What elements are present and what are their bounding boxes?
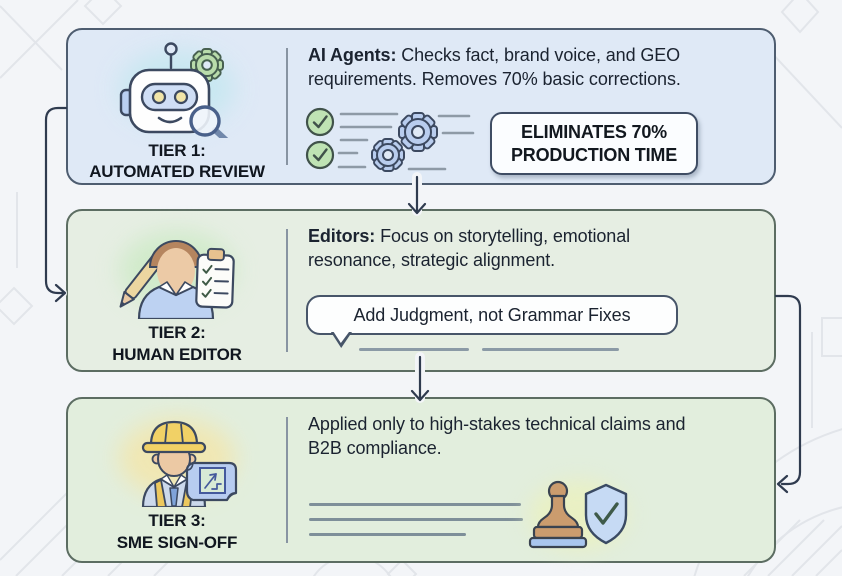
tier2-left-column: TIER 2: HUMAN EDITOR	[68, 211, 286, 370]
tier1-left-column: TIER 1: AUTOMATED REVIEW	[68, 30, 286, 183]
badge-line2: PRODUCTION TIME	[511, 144, 677, 165]
tier1-description-body: Checks fact, brand voice, and GEO requir…	[308, 45, 681, 90]
placeholder-line	[309, 533, 466, 536]
tier3-title-line2: SME SIGN-OFF	[116, 532, 238, 552]
tier2-title: TIER 2: HUMAN EDITOR	[112, 322, 242, 366]
speech-bubble-text: Add Judgment, not Grammar Fixes	[353, 304, 631, 325]
tier3-description-body: Applied only to high-stakes technical cl…	[308, 414, 686, 459]
robot-magnifier-icon	[119, 42, 229, 138]
tier1-content: AI Agents: Checks fact, brand voice, and…	[288, 30, 774, 183]
tier3-left-column: TIER 3: SME SIGN-OFF	[68, 399, 286, 561]
tier1-iconbox	[109, 40, 245, 138]
editor-clipboard-icon	[119, 240, 235, 319]
tier1-description-lead: AI Agents:	[308, 45, 397, 65]
tier2-title-line2: HUMAN EDITOR	[112, 344, 242, 364]
engineer-blueprint-icon	[141, 420, 238, 507]
tier3-panel: TIER 3: SME SIGN-OFF Applied only to hig…	[66, 397, 776, 563]
badge-line1: ELIMINATES 70%	[521, 122, 667, 142]
tier3-iconbox	[109, 409, 245, 507]
check-circle-icon	[305, 140, 335, 170]
checklist-gears-graphic	[305, 107, 475, 172]
tier2-description-body: Focus on storytelling, emotional resonan…	[308, 226, 631, 271]
stamp-shield-icon	[528, 480, 628, 549]
tier1-divider	[286, 48, 288, 165]
tier3-content: Applied only to high-stakes technical cl…	[288, 399, 774, 561]
tier2-iconbox	[109, 221, 245, 319]
production-time-badge: ELIMINATES 70% PRODUCTION TIME	[490, 112, 698, 176]
placeholder-line	[482, 348, 619, 351]
tier3-title: TIER 3: SME SIGN-OFF	[116, 510, 238, 554]
tier3-title-line1: TIER 3:	[148, 511, 206, 530]
placeholder-line	[309, 518, 523, 521]
placeholder-line	[309, 503, 521, 506]
tier3-description: Applied only to high-stakes technical cl…	[308, 412, 688, 461]
tier1-title: TIER 1: AUTOMATED REVIEW	[89, 140, 265, 184]
check-circle-icon	[305, 107, 335, 137]
tier2-description: Editors: Focus on storytelling, emotiona…	[308, 224, 708, 273]
tier2-title-line1: TIER 2:	[148, 323, 206, 342]
tier2-content: Editors: Focus on storytelling, emotiona…	[288, 211, 774, 370]
tier3-divider	[286, 417, 288, 543]
judgment-speech-bubble: Add Judgment, not Grammar Fixes	[306, 295, 678, 348]
tier1-title-line1: TIER 1:	[148, 140, 206, 160]
tier2-description-lead: Editors:	[308, 226, 376, 246]
tier1-title-line2: AUTOMATED REVIEW	[89, 162, 265, 182]
tier1-panel: TIER 1: AUTOMATED REVIEW AI Agents: Chec…	[66, 28, 776, 185]
tier2-panel: TIER 2: HUMAN EDITOR Editors: Focus on s…	[66, 209, 776, 372]
tier2-divider	[286, 229, 288, 352]
tier1-description: AI Agents: Checks fact, brand voice, and…	[308, 43, 758, 92]
placeholder-line	[359, 348, 469, 351]
